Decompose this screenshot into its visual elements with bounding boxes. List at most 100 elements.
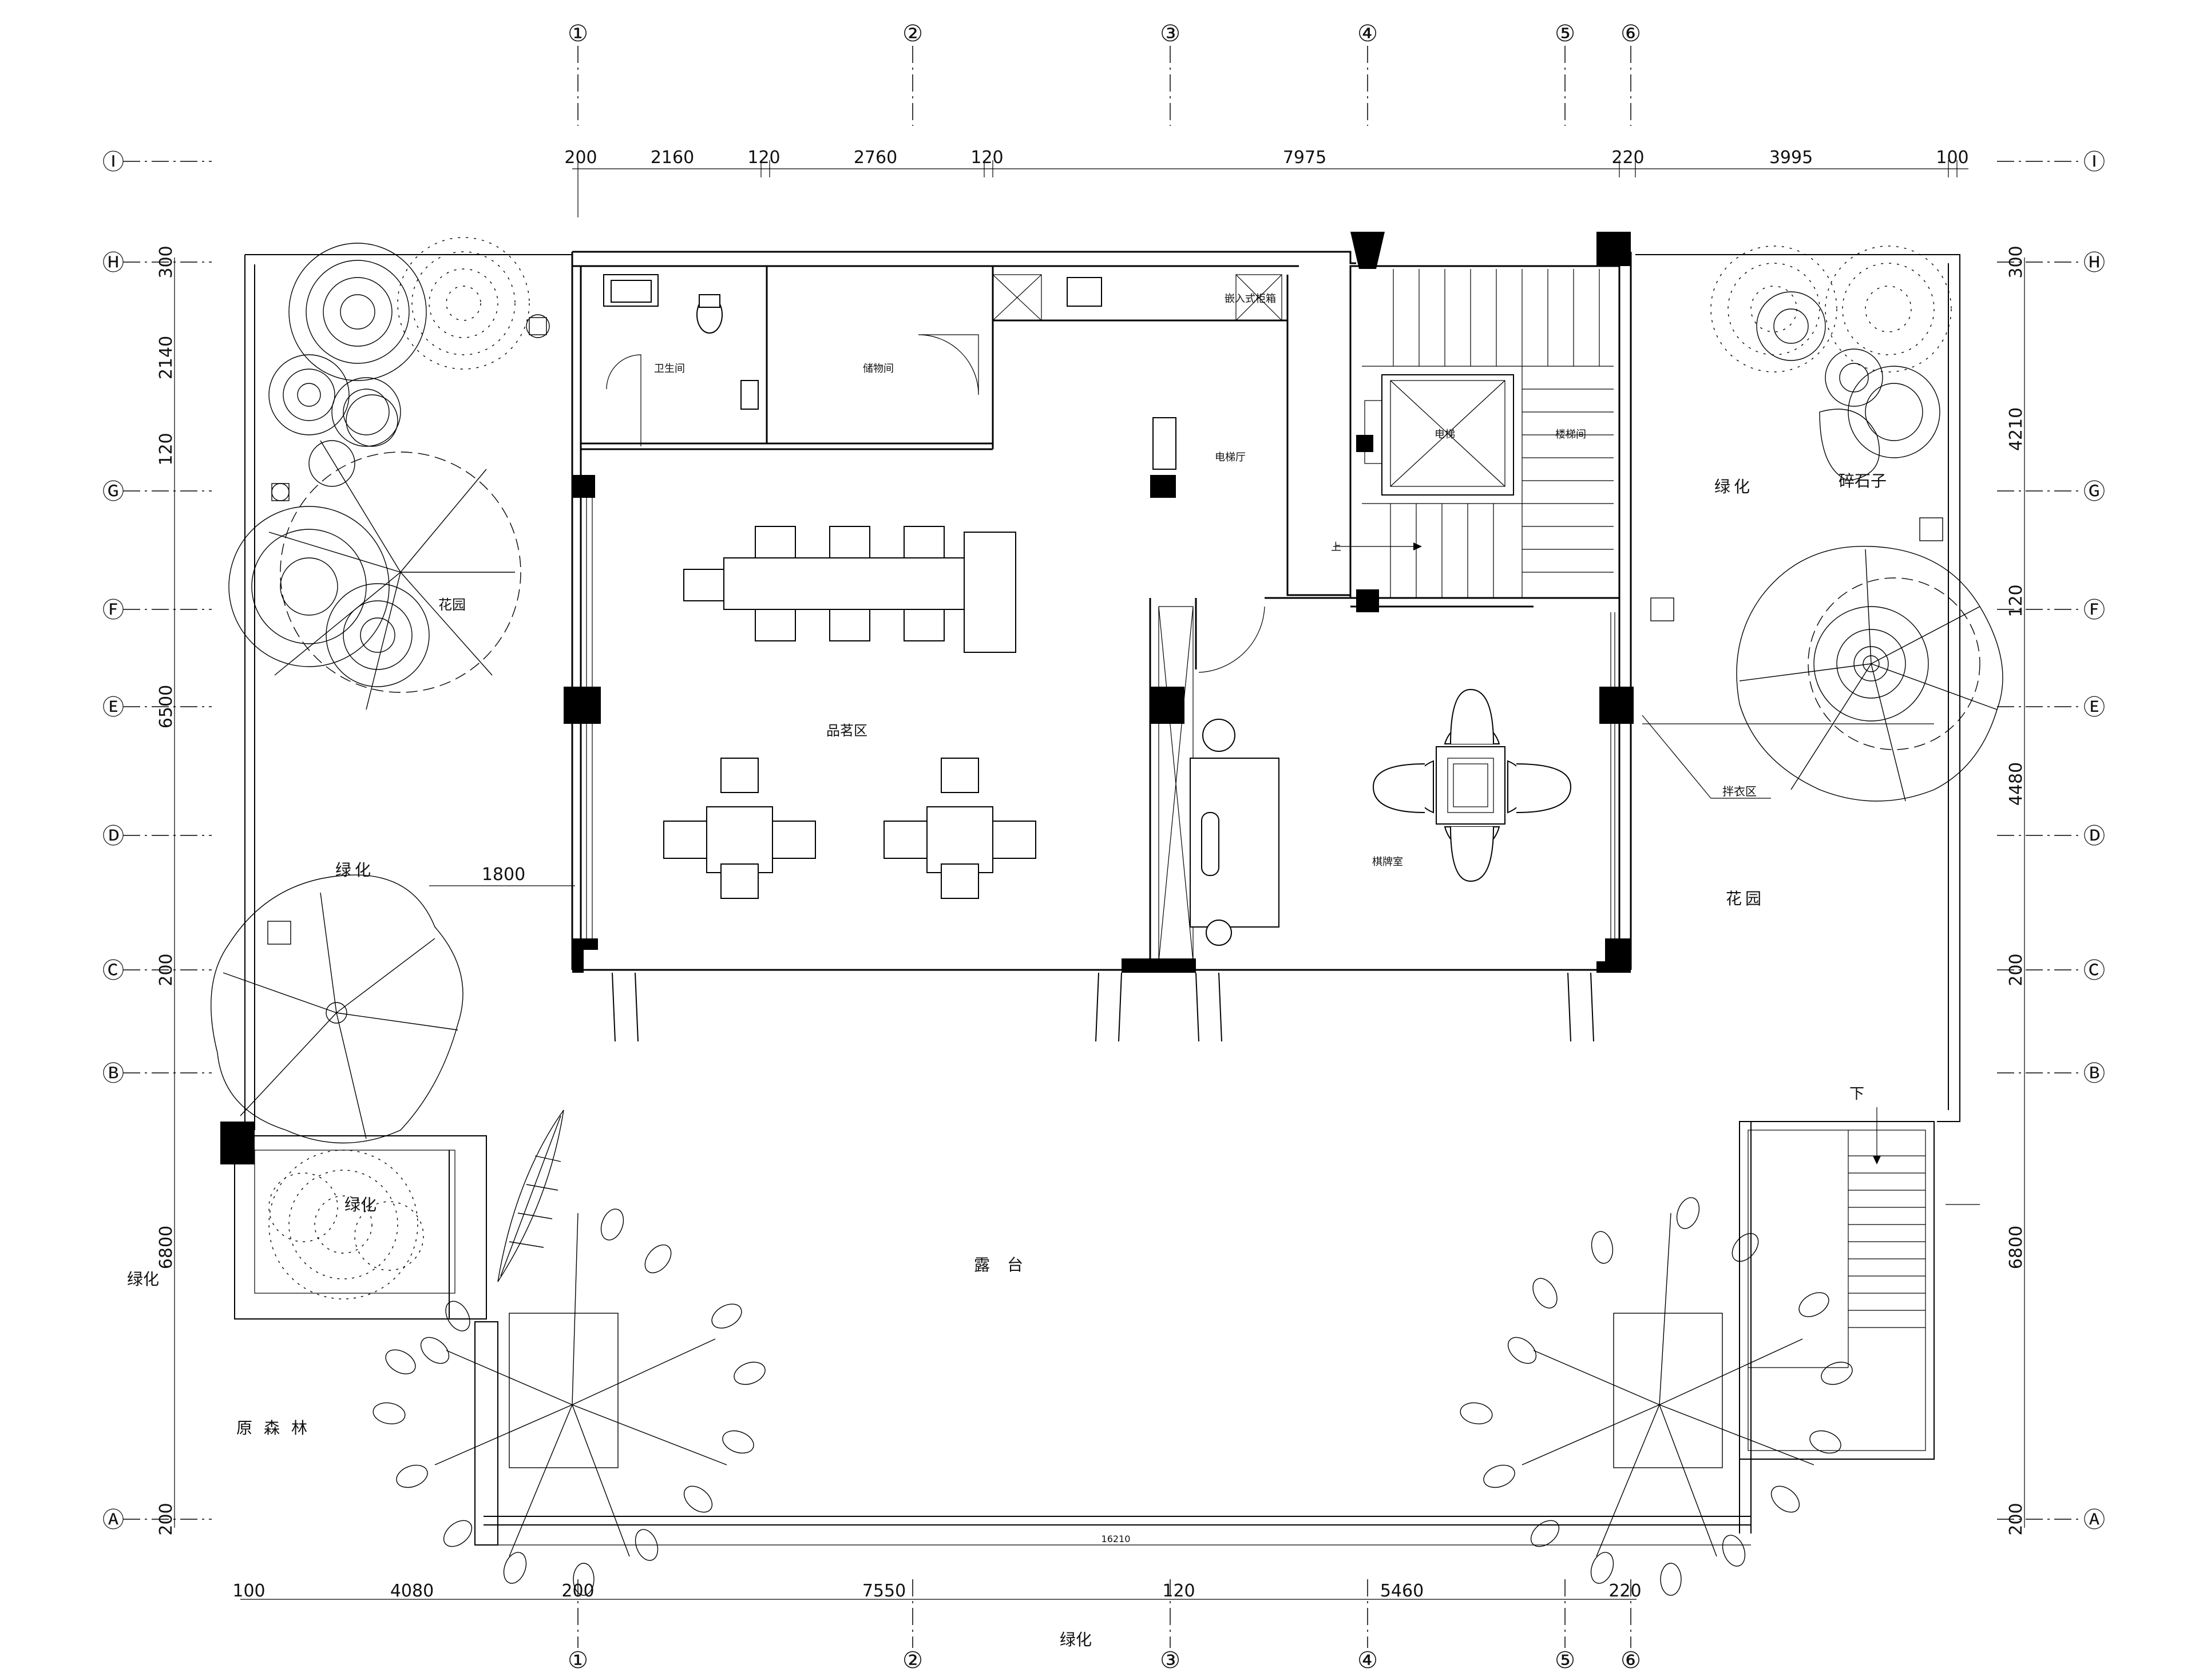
dim-right-1: 4210 xyxy=(2006,407,2026,451)
plant-lotus-tree-right xyxy=(1736,546,2003,802)
room-label-storage: 储物间 xyxy=(863,363,894,375)
dim-bottom-2: 200 xyxy=(561,1581,594,1601)
stair-core xyxy=(1333,269,1614,598)
landscape-label-greenery-top-left: 绿化 xyxy=(335,861,374,879)
dim-total-width: 16210 xyxy=(1102,1534,1131,1544)
landscape-label-gravel: 碎石子 xyxy=(1839,471,1887,490)
axis-label-row-H-left: Ⓗ xyxy=(102,250,124,275)
room-label-cabinet: 嵌入式柜箱 xyxy=(1225,293,1276,305)
exterior-stairs xyxy=(1739,1107,1980,1460)
dim-top-0: 200 xyxy=(564,148,597,168)
room-label-bathroom: 卫生间 xyxy=(654,363,685,375)
landscape-label-garden-left: 花园 xyxy=(438,597,466,613)
axis-label-row-B-right: Ⓑ xyxy=(2083,1061,2105,1086)
axis-label-col-5-top: ⑤ xyxy=(1555,21,1575,47)
dim-top-3: 2760 xyxy=(854,148,897,168)
building-walls xyxy=(571,251,1632,971)
dim-left-5: 6800 xyxy=(156,1226,176,1269)
dim-right-4: 200 xyxy=(2006,953,2026,986)
dim-right-2: 120 xyxy=(2006,584,2026,617)
room-label-tea-area: 品茗区 xyxy=(826,723,867,739)
dim-left-1: 2140 xyxy=(156,336,176,379)
landscape-label-garden-right: 花园 xyxy=(1726,889,1765,908)
axis-label-col-1-bottom: ① xyxy=(568,1647,588,1674)
axis-label-row-G-right: Ⓖ xyxy=(2083,479,2105,504)
plant-large-tree-bottom-right xyxy=(1460,1197,1853,1596)
plant-large-tree-bottom-left xyxy=(373,1209,766,1596)
axis-label-col-6-top: ⑥ xyxy=(1621,21,1641,47)
dim-top-7: 3995 xyxy=(1769,148,1813,168)
axis-label-col-3-bottom: ③ xyxy=(1160,1647,1180,1674)
dim-bottom-1: 4080 xyxy=(390,1581,434,1601)
furniture xyxy=(603,274,1572,946)
landscape-label-greenery-bottom: 绿化 xyxy=(1060,1630,1092,1649)
axis-label-row-A-left: Ⓐ xyxy=(102,1507,124,1532)
landscape-label-greenery-planter: 绿化 xyxy=(344,1195,377,1214)
axis-label-row-I-right: Ⓘ xyxy=(2083,149,2105,175)
dim-top-6: 220 xyxy=(1611,148,1644,168)
dim-setback: 1800 xyxy=(482,865,525,885)
axis-label-row-C-left: Ⓒ xyxy=(102,958,124,983)
room-labels: 卫生间 储物间 嵌入式柜箱 电梯厅 电梯 楼梯间 上 品茗区 棋牌室 拌衣区 露… xyxy=(127,293,1934,1649)
room-label-drying-area: 拌衣区 xyxy=(1722,784,1757,798)
dim-bottom-6: 220 xyxy=(1608,1581,1641,1601)
dim-right-3: 4480 xyxy=(2006,762,2026,806)
dim-right-6: 200 xyxy=(2006,1503,2026,1535)
landscape-label-greenery-right: 绿化 xyxy=(1714,477,1753,496)
dim-right-0: 300 xyxy=(2006,245,2026,278)
axis-label-col-1-top: ① xyxy=(568,21,588,47)
axis-label-col-2-top: ② xyxy=(902,21,923,47)
planter-box xyxy=(234,1135,487,1320)
dim-top-1: 2160 xyxy=(651,148,694,168)
axis-label-row-G-left: Ⓖ xyxy=(102,479,124,504)
plant-dotted-shrub-top-right xyxy=(1710,245,1952,373)
dim-left-0: 300 xyxy=(156,245,176,278)
landscape-label-greenery-far-left: 绿化 xyxy=(127,1270,159,1289)
room-label-elevator: 电梯 xyxy=(1435,429,1455,441)
dim-left-3: 6500 xyxy=(156,685,176,728)
dim-bottom-4: 120 xyxy=(1162,1581,1195,1601)
axis-label-row-B-left: Ⓑ xyxy=(102,1061,124,1086)
room-label-stairwell: 楼梯间 xyxy=(1555,429,1586,441)
plant-radial-tree-left xyxy=(228,394,521,710)
plant-concentric-top-left xyxy=(268,243,550,501)
structural-columns xyxy=(220,232,1634,1164)
dim-bottom-5: 5460 xyxy=(1380,1581,1424,1601)
axis-label-row-H-right: Ⓗ xyxy=(2083,250,2105,275)
axis-label-row-E-left: Ⓔ xyxy=(102,695,124,720)
axis-label-col-3-top: ③ xyxy=(1160,21,1180,47)
room-label-up-mark: 上 xyxy=(1331,541,1341,553)
plant-dotted-shrub-planter xyxy=(268,1150,424,1299)
dim-top-8: 100 xyxy=(1936,148,1968,168)
landscape-label-forest: 原森林 xyxy=(236,1419,319,1437)
dim-left-2: 120 xyxy=(156,433,176,465)
room-label-chess-room: 棋牌室 xyxy=(1372,856,1403,868)
axis-label-row-I-left: Ⓘ xyxy=(102,149,124,175)
dim-bottom-0: 100 xyxy=(232,1581,265,1601)
plant-dotted-shrub-top-left xyxy=(397,237,530,370)
axis-label-col-4-bottom: ④ xyxy=(1357,1647,1378,1674)
axis-label-row-F-right: Ⓕ xyxy=(2083,597,2105,623)
axis-label-row-F-left: Ⓕ xyxy=(102,597,124,623)
axis-label-row-A-right: Ⓐ xyxy=(2083,1507,2105,1532)
dimension-lines: 200 2160 120 2760 120 7975 220 3995 100 … xyxy=(156,148,2026,1601)
dim-bottom-3: 7550 xyxy=(862,1581,906,1601)
plant-leaf-sketch-left xyxy=(497,1110,564,1282)
dim-right-5: 6800 xyxy=(2006,1226,2026,1269)
room-label-elevator-hall: 电梯厅 xyxy=(1215,451,1246,463)
dim-top-2: 120 xyxy=(747,148,780,168)
room-label-down-mark: 下 xyxy=(1849,1085,1864,1103)
axis-label-row-C-right: Ⓒ xyxy=(2083,958,2105,983)
plant-lotus-tree-left xyxy=(211,874,463,1144)
dim-left-6: 200 xyxy=(156,1503,176,1535)
dim-left-4: 200 xyxy=(156,953,176,986)
room-label-terrace: 露台 xyxy=(974,1255,1040,1274)
plant-concentric-top-right xyxy=(1650,291,1943,621)
axis-label-col-4-top: ④ xyxy=(1357,21,1378,47)
axis-label-col-2-bottom: ② xyxy=(902,1647,923,1674)
axis-label-row-D-right: Ⓓ xyxy=(2083,823,2105,849)
axis-label-col-6-bottom: ⑥ xyxy=(1621,1647,1641,1674)
axis-label-row-D-left: Ⓓ xyxy=(102,823,124,849)
axis-label-col-5-bottom: ⑤ xyxy=(1555,1647,1575,1674)
